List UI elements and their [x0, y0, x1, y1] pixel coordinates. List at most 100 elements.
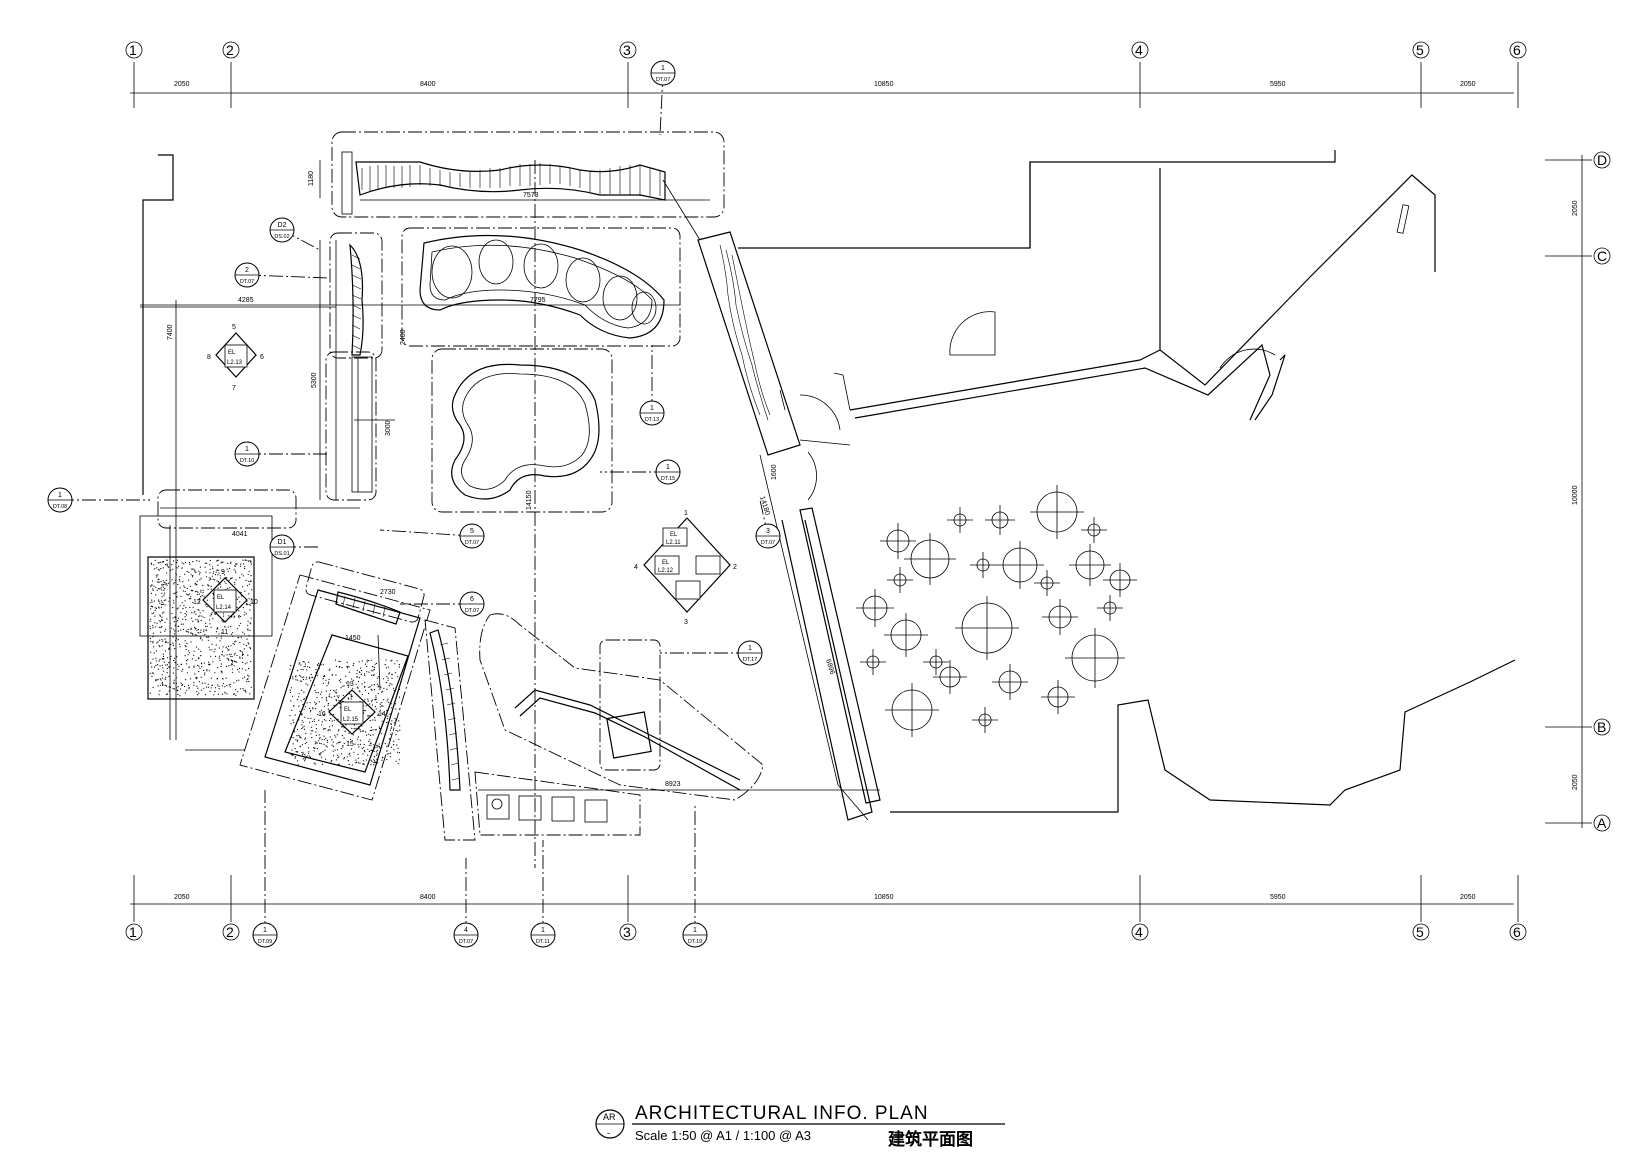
- callout-reference: DT.07: [656, 77, 670, 83]
- dim-center-v: 14150: [526, 490, 533, 510]
- el-marker-5-n1: 13: [346, 681, 354, 688]
- el-marker-3-top: EL: [662, 560, 670, 566]
- grid-col-1-top: 1: [129, 42, 137, 58]
- el-marker-3-ref: L2.12: [658, 568, 674, 574]
- elevation-marker-l215: EL L2.15 13 14 15 16: [318, 681, 386, 748]
- building-outline-right: [738, 150, 1516, 813]
- callout-number: D1: [278, 539, 287, 546]
- tree-symbol: [880, 523, 916, 559]
- dim-mid-b: 2730: [380, 589, 396, 596]
- tree-symbol: [933, 660, 967, 694]
- callout-number: 1: [661, 65, 665, 72]
- tree-symbol: [887, 567, 913, 593]
- detail-callout-bubble: 1DT.09: [252, 790, 278, 948]
- title-block: AR - ARCHITECTURAL INFO. PLAN Scale 1:50…: [595, 1103, 1005, 1149]
- tree-symbol: [1097, 595, 1123, 621]
- dim-bottom-2: 8400: [420, 894, 436, 901]
- title-badge-top: AR: [603, 1112, 616, 1122]
- top-feature-wall: 7573 1180: [308, 131, 725, 218]
- callout-reference: DT.19: [688, 939, 702, 945]
- callout-reference: DS.01: [274, 551, 289, 557]
- callout-number: 1: [693, 927, 697, 934]
- central-angular-bench: [474, 613, 764, 836]
- tree-symbol: [1069, 544, 1111, 586]
- detail-callout-bubble: 2DT.07: [234, 262, 331, 288]
- dim-left-e: 3000: [385, 420, 392, 436]
- dim-top-2: 8400: [420, 81, 436, 88]
- tree-symbol: [1065, 628, 1125, 688]
- detail-callout-bubble: 5DT.07: [379, 523, 485, 549]
- el-marker-2-n4: 4: [634, 564, 638, 571]
- callout-number: 1: [263, 927, 267, 934]
- detail-callout-bubble: 1DT.19: [682, 805, 708, 948]
- dim-top-wall: 7573: [523, 192, 539, 199]
- callout-reference: DT.11: [536, 939, 550, 945]
- detail-callout-bubble: 1DT.17: [660, 640, 763, 666]
- callout-number: 1: [541, 927, 545, 934]
- el-marker-2-top: EL: [670, 532, 678, 538]
- tree-symbol: [1030, 485, 1084, 539]
- gravel-texture: [149, 559, 253, 697]
- dim-right-3: 2050: [1572, 774, 1579, 790]
- dim-bottom-4: 5950: [1270, 894, 1286, 901]
- tree-grid: [856, 485, 1137, 737]
- dim-bottom-3: 10850: [874, 894, 894, 901]
- lower-left-gravel-area: 4041: [139, 489, 360, 751]
- el-marker-2-ref: L2.11: [666, 540, 681, 546]
- callout-reference: DT.08: [53, 504, 67, 510]
- bottom-grid-dimension-line: 2050 8400 10850 5950 2050: [130, 875, 1519, 922]
- el-marker-2-n1: 1: [684, 510, 688, 517]
- dim-top-4: 5950: [1270, 81, 1286, 88]
- grid-col-5-top: 5: [1416, 42, 1424, 58]
- el-marker-5-n2: 14: [378, 711, 386, 718]
- el-marker-1-n2: 6: [260, 354, 264, 361]
- callout-number: 1: [748, 645, 752, 652]
- el-marker-1-ref: L2.13: [227, 360, 243, 366]
- dim-ramp-c: 1600: [771, 464, 778, 480]
- grid-row-c: C: [1597, 248, 1607, 264]
- dim-left-f: 2400: [400, 329, 407, 345]
- rotated-lower-deck: 2730 1450: [239, 561, 476, 841]
- title-chinese: 建筑平面图: [888, 1129, 973, 1149]
- diagonal-ramp-wall: 14180 6896 1600: [697, 231, 881, 821]
- tree-symbol: [947, 507, 973, 533]
- right-grid-bubbles: D C B A: [1593, 151, 1611, 832]
- dim-mid-a: 4041: [232, 531, 248, 538]
- el-marker-1-n1: 5: [232, 324, 236, 331]
- callout-reference: DT.07: [459, 939, 473, 945]
- callout-reference: DT.10: [240, 458, 254, 464]
- detail-callout-bubble: 1DT.11: [530, 840, 556, 948]
- callout-number: 4: [464, 927, 468, 934]
- grid-col-3-bottom: 3: [623, 924, 631, 940]
- callout-reference: DT.07: [761, 540, 775, 546]
- dim-left-d: 5300: [311, 372, 318, 388]
- title-main: ARCHITECTURAL INFO. PLAN: [635, 1103, 929, 1124]
- grid-col-1-bottom: 1: [129, 924, 137, 940]
- gravel-texture-2: [289, 659, 401, 766]
- el-marker-4-n1: 9: [221, 569, 225, 576]
- callout-number: 3: [766, 528, 770, 535]
- grid-col-4-top: 4: [1135, 42, 1143, 58]
- dim-mid-c: 1450: [345, 635, 361, 642]
- el-marker-4-ref: L2.14: [216, 605, 232, 611]
- grid-row-a: A: [1597, 815, 1607, 831]
- grid-col-3-top: 3: [623, 42, 631, 58]
- grid-col-2-top: 2: [226, 42, 234, 58]
- grid-col-6-top: 6: [1513, 42, 1521, 58]
- callout-reference: DT.07: [465, 540, 479, 546]
- detail-callout-bubble: 1DT.15: [600, 459, 681, 485]
- el-marker-5-n4: 16: [318, 711, 326, 718]
- tree-symbol: [970, 552, 996, 578]
- tree-symbol: [923, 649, 949, 675]
- dim-right-1: 2050: [1572, 200, 1579, 216]
- el-marker-1-top: EL: [228, 350, 236, 356]
- el-marker-2-n2: 2: [733, 564, 737, 571]
- tree-symbol: [1034, 570, 1060, 596]
- right-grid-dimension-line: 2050 10000 2050: [1545, 155, 1592, 828]
- dim-top-5: 2050: [1460, 81, 1476, 88]
- dim-bottom-1: 2050: [174, 894, 190, 901]
- callout-reference: DT.07: [240, 279, 254, 285]
